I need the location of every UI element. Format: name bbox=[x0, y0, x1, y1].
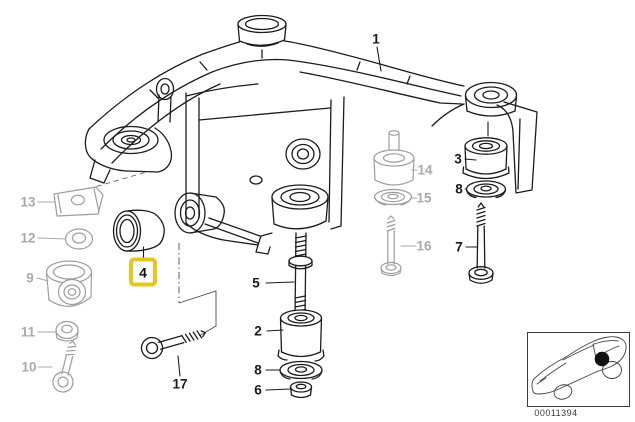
part-9-bushing-drawing bbox=[45, 260, 93, 307]
callout-13[interactable]: 13 bbox=[20, 194, 36, 210]
callout-17[interactable]: 17 bbox=[172, 376, 188, 392]
part-15-washer-drawing bbox=[373, 188, 413, 206]
part-13-bracket-drawing bbox=[53, 186, 104, 217]
part-2-bushing-drawing bbox=[277, 309, 325, 362]
guide-lines bbox=[87, 170, 217, 337]
part-17-bolt-drawing bbox=[140, 330, 207, 360]
muted-parts-drawing bbox=[45, 130, 415, 393]
part-14-bushing-drawing bbox=[373, 130, 415, 186]
callout-14[interactable]: 14 bbox=[417, 162, 433, 178]
callout-9[interactable]: 9 bbox=[26, 270, 34, 286]
callout-4-selected[interactable]: 4 bbox=[129, 257, 157, 287]
part-8-washer-center-drawing bbox=[279, 360, 323, 380]
part-11-nut-drawing bbox=[55, 320, 79, 342]
car-location-inset bbox=[527, 332, 630, 407]
callout-3[interactable]: 3 bbox=[454, 151, 462, 167]
part-1-subframe-drawing bbox=[84, 14, 538, 255]
diagram-code: 00011394 bbox=[534, 408, 578, 418]
callout-1[interactable]: 1 bbox=[372, 31, 380, 47]
part-4-bushing-drawing bbox=[112, 209, 165, 252]
callout-11[interactable]: 11 bbox=[20, 324, 36, 340]
callout-10[interactable]: 10 bbox=[21, 359, 37, 375]
callout-8-right[interactable]: 8 bbox=[455, 181, 463, 197]
part-7-bolt-drawing bbox=[468, 202, 494, 284]
part-8-washer-right-drawing bbox=[465, 180, 507, 199]
callout-6[interactable]: 6 bbox=[254, 382, 262, 398]
callout-7[interactable]: 7 bbox=[455, 239, 463, 255]
black-parts-drawing bbox=[112, 137, 510, 399]
leader-lines-black bbox=[142, 46, 489, 391]
part-6-nut-drawing bbox=[289, 381, 313, 399]
car-location-icon bbox=[531, 336, 627, 400]
callout-2[interactable]: 2 bbox=[254, 323, 262, 339]
part-5-rod-drawing bbox=[288, 232, 313, 318]
part-3-bushing-drawing bbox=[462, 137, 510, 180]
part-16-bolt-drawing bbox=[380, 215, 402, 277]
part-12-washer-drawing bbox=[64, 228, 94, 250]
callout-12[interactable]: 12 bbox=[20, 230, 36, 246]
callout-16[interactable]: 16 bbox=[416, 238, 432, 254]
callout-5[interactable]: 5 bbox=[252, 275, 260, 291]
callout-15[interactable]: 15 bbox=[416, 190, 432, 206]
leader-lines-gray bbox=[36, 169, 418, 368]
callout-8-center[interactable]: 8 bbox=[254, 362, 262, 378]
axle-location-dot bbox=[594, 351, 610, 367]
part-10-bolt-drawing bbox=[52, 340, 77, 393]
